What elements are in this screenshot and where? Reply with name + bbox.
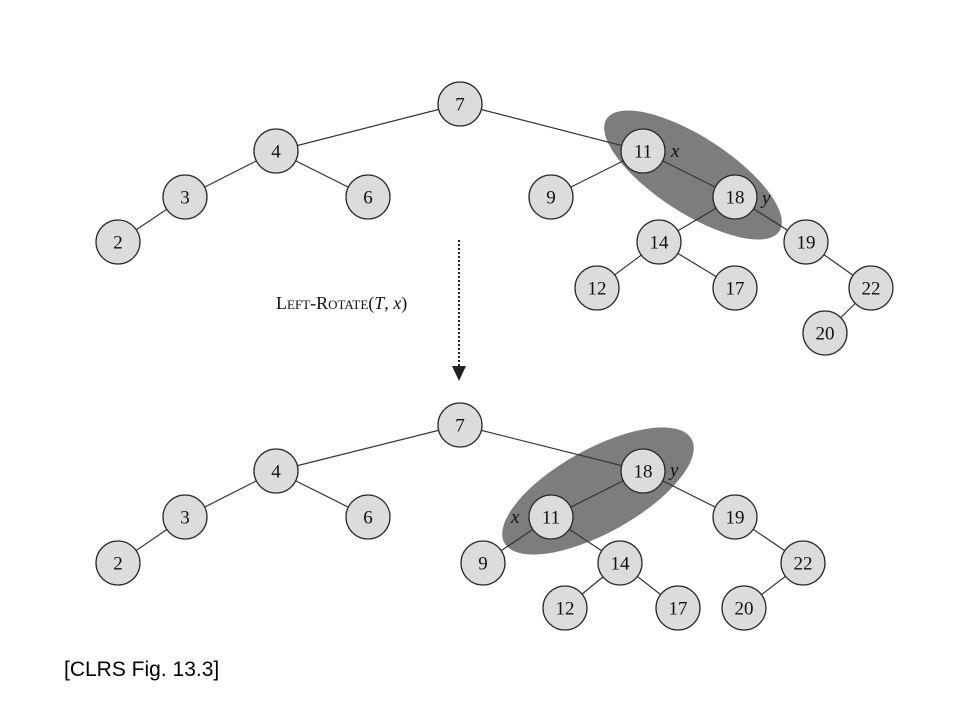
before-node-label: 11 xyxy=(634,142,652,163)
before-node-label: 20 xyxy=(816,324,835,345)
before-node: 7 xyxy=(437,81,483,127)
before-node: 2 xyxy=(95,219,141,265)
bottom-highlight-ellipse xyxy=(502,427,694,555)
before-node: 14 xyxy=(636,219,682,265)
after-node-circle xyxy=(620,448,666,494)
after-node-label: 6 xyxy=(363,508,373,529)
after-node-label: 12 xyxy=(556,599,575,620)
top-highlight-ellipse xyxy=(604,110,782,240)
before-node-label: 9 xyxy=(546,188,556,209)
before-node-circle xyxy=(253,128,299,174)
after-node: 6 xyxy=(345,494,391,540)
after-node-circle xyxy=(528,494,574,540)
after-node: 2 xyxy=(95,540,141,586)
before-node-circle xyxy=(848,265,894,311)
before-node: 18 xyxy=(712,174,758,220)
after-node: 17 xyxy=(655,585,701,631)
after-node-label: 3 xyxy=(180,508,190,529)
after-node-label: 14 xyxy=(611,554,631,575)
before-node: 6 xyxy=(345,174,391,220)
after-node-label: 9 xyxy=(478,554,488,575)
after-edge xyxy=(275,424,461,472)
after-node: 19 xyxy=(712,494,758,540)
before-node: 17 xyxy=(712,265,758,311)
after-node-label: 18 xyxy=(634,462,653,483)
after-node-label: 11 xyxy=(542,508,560,529)
before-node: 19 xyxy=(783,219,829,265)
before-node: 9 xyxy=(528,174,574,220)
after-node: 18 xyxy=(620,448,666,494)
after-edge xyxy=(459,424,644,472)
before-node-circle xyxy=(620,128,666,174)
after-node-circle xyxy=(597,540,643,586)
after-node-label: 22 xyxy=(794,554,813,575)
after-node-label: 7 xyxy=(455,416,465,437)
before-node-circle xyxy=(437,81,483,127)
before-node-circle xyxy=(636,219,682,265)
after-node: 22 xyxy=(780,540,826,586)
after-node-circle xyxy=(460,540,506,586)
before-node: 20 xyxy=(802,310,848,356)
before-edge xyxy=(275,103,461,152)
after-node-circle xyxy=(253,448,299,494)
after-node-label: 4 xyxy=(271,462,281,483)
before-node-circle xyxy=(345,174,391,220)
before-node-label: 18 xyxy=(726,188,745,209)
top-x-label: x xyxy=(670,141,680,162)
before-node: 22 xyxy=(848,265,894,311)
before-node-label: 4 xyxy=(271,142,281,163)
before-node-circle xyxy=(95,219,141,265)
after-node: 20 xyxy=(721,585,767,631)
before-node-label: 14 xyxy=(650,233,670,254)
after-node-circle xyxy=(655,585,701,631)
before-node-circle xyxy=(712,265,758,311)
after-node-label: 17 xyxy=(669,599,688,620)
before-node-label: 12 xyxy=(588,279,607,300)
before-node-circle xyxy=(162,174,208,220)
after-node-circle xyxy=(712,494,758,540)
before-node-label: 17 xyxy=(726,279,745,300)
before-node: 4 xyxy=(253,128,299,174)
before-node: 3 xyxy=(162,174,208,220)
before-node-label: 7 xyxy=(455,95,465,116)
bottom-y-label: y xyxy=(668,460,679,481)
before-node-label: 3 xyxy=(180,188,190,209)
after-node: 9 xyxy=(460,540,506,586)
after-node: 7 xyxy=(437,402,483,448)
after-node-circle xyxy=(345,494,391,540)
after-node-circle xyxy=(721,585,767,631)
after-node-circle xyxy=(162,494,208,540)
after-node-label: 2 xyxy=(113,554,123,575)
nodes: 7 4 11 3 6 9 18 2 14 19 12 17 22 20 7 4 18 3 6 11 19 2 9 14 22 12… xyxy=(95,81,894,631)
before-node: 12 xyxy=(574,265,620,311)
before-node-circle xyxy=(528,174,574,220)
before-node-label: 6 xyxy=(363,188,373,209)
after-node-label: 19 xyxy=(726,508,745,529)
after-node-circle xyxy=(542,585,588,631)
after-node-circle xyxy=(437,402,483,448)
operation-label: LEFT-ROTATE(T, x) xyxy=(276,293,407,314)
after-node-circle xyxy=(95,540,141,586)
before-node-circle xyxy=(574,265,620,311)
after-node: 11 xyxy=(528,494,574,540)
after-node: 3 xyxy=(162,494,208,540)
after-node: 4 xyxy=(253,448,299,494)
before-node-label: 22 xyxy=(862,279,881,300)
bottom-x-label: x xyxy=(510,507,520,528)
before-node-circle xyxy=(802,310,848,356)
after-node: 14 xyxy=(597,540,643,586)
before-node: 11 xyxy=(620,128,666,174)
rotation-arrow-head xyxy=(452,366,466,381)
after-node-label: 20 xyxy=(735,599,754,620)
top-y-label: y xyxy=(760,188,771,209)
after-node: 12 xyxy=(542,585,588,631)
before-node-circle xyxy=(783,219,829,265)
before-node-label: 2 xyxy=(113,233,123,254)
before-node-label: 19 xyxy=(797,233,816,254)
after-node-circle xyxy=(780,540,826,586)
figure-caption: [CLRS Fig. 13.3] xyxy=(64,658,220,681)
before-node-circle xyxy=(712,174,758,220)
before-edge xyxy=(459,103,644,152)
